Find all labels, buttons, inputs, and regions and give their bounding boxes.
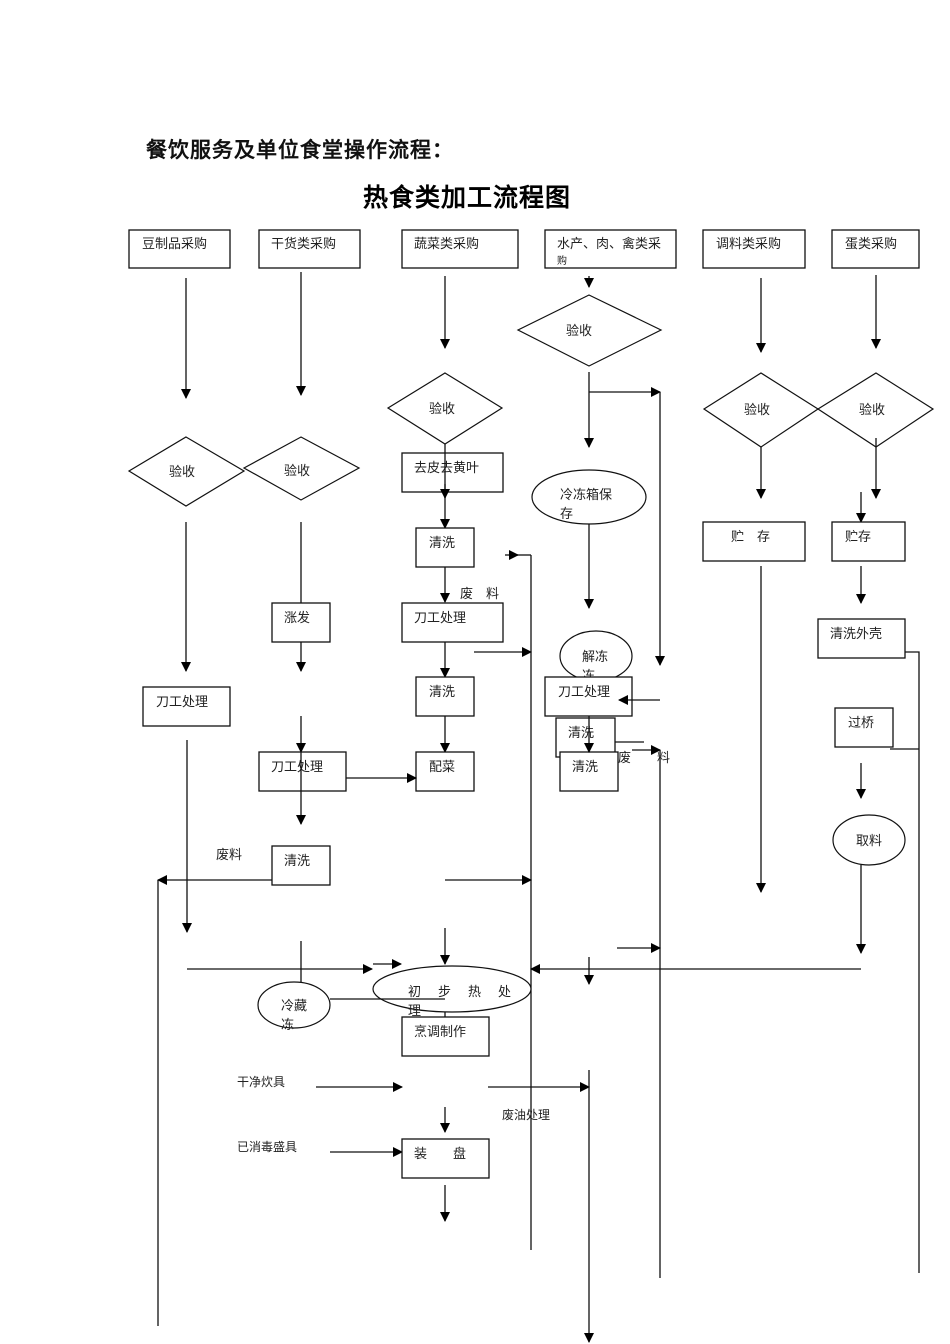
svg-text:清洗: 清洗 — [572, 760, 598, 775]
svg-text:冷藏: 冷藏 — [281, 999, 307, 1014]
label-waste-meat: 废 料 — [618, 750, 670, 766]
node-cut-meat: 刀工处理 — [544, 676, 633, 717]
node-inspect-eggs: 验收 — [816, 372, 935, 448]
svg-text:验收: 验收 — [169, 464, 195, 480]
node-take-eggs: 取料 — [832, 814, 906, 866]
svg-text:验收: 验收 — [859, 402, 885, 418]
svg-text:初 步 热 处: 初 步 热 处 — [408, 985, 513, 1000]
svg-text:取料: 取料 — [856, 834, 882, 849]
node-inspect-meat: 验收 — [516, 294, 663, 367]
svg-text:调料类采购: 调料类采购 — [716, 236, 781, 252]
label-waste-veg: 废 料 — [460, 586, 499, 602]
svg-text:蔬菜类采购: 蔬菜类采购 — [414, 236, 479, 252]
svg-text:过桥: 过桥 — [848, 716, 874, 731]
svg-text:解冻: 解冻 — [582, 649, 608, 665]
node-inspect-dry-goods: 验收 — [242, 436, 361, 501]
node-purchase-tofu: 豆制品采购 — [128, 229, 231, 269]
svg-text:验收: 验收 — [284, 463, 310, 479]
node-mix-dish: 配菜 — [415, 751, 475, 792]
node-wash-veg-1: 清洗 — [415, 527, 475, 568]
svg-text:贮 存: 贮 存 — [731, 530, 770, 545]
node-store-seasoning: 贮 存 — [702, 521, 806, 562]
svg-text:清洗: 清洗 — [429, 685, 455, 700]
svg-text:水产、肉、禽类采: 水产、肉、禽类采 — [557, 236, 661, 252]
node-inspect-seasoning: 验收 — [702, 372, 820, 448]
node-plate: 装 盘 — [401, 1138, 490, 1179]
node-cut-tofu: 刀工处理 — [142, 686, 231, 727]
svg-text:烹调制作: 烹调制作 — [414, 1025, 466, 1040]
node-wash-dry-goods: 清洗 — [271, 845, 331, 886]
node-cold-storage: 冷藏 冻 — [257, 981, 331, 1033]
svg-text:验收: 验收 — [744, 402, 770, 418]
svg-text:清洗外壳: 清洗外壳 — [830, 627, 882, 642]
svg-text:贮存: 贮存 — [845, 530, 871, 545]
label-waste-dry: 废料 — [216, 847, 242, 863]
node-cut-dry-goods: 刀工处理 — [258, 751, 347, 792]
svg-text:刀工处理: 刀工处理 — [558, 685, 610, 700]
node-purchase-dry-goods: 干货类采购 — [258, 229, 361, 269]
svg-text:刀工处理: 刀工处理 — [156, 695, 208, 710]
svg-text:冷冻箱保: 冷冻箱保 — [560, 487, 612, 503]
node-wash-veg-2: 清洗 — [415, 676, 475, 717]
node-freezer-storage: 冷冻箱保 存 — [531, 469, 647, 525]
svg-text:豆制品采购: 豆制品采购 — [142, 236, 207, 252]
svg-text:购: 购 — [557, 254, 567, 267]
node-inspect-tofu: 验收 — [127, 436, 246, 507]
node-cut-veg: 刀工处理 — [401, 602, 504, 643]
node-wash-meat-1: 清洗 — [555, 717, 616, 758]
svg-text:验收: 验收 — [429, 401, 455, 417]
svg-text:清洗: 清洗 — [568, 726, 594, 741]
svg-text:刀工处理: 刀工处理 — [414, 611, 466, 626]
svg-text:去皮去黄叶: 去皮去黄叶 — [414, 461, 479, 476]
svg-text:涨发: 涨发 — [284, 610, 310, 626]
node-soak: 涨发 — [271, 602, 331, 643]
node-wash-meat-2: 清洗 — [559, 751, 619, 792]
svg-text:刀工处理: 刀工处理 — [271, 760, 323, 775]
node-inspect-vegetables: 验收 — [386, 372, 504, 445]
node-thaw: 解冻 冻 — [559, 630, 633, 684]
label-sanitized-dishes: 已消毒盛具 — [237, 1139, 297, 1154]
node-purchase-meat: 水产、肉、禽类采 购 — [544, 229, 677, 269]
node-purchase-seasoning: 调料类采购 — [702, 229, 806, 269]
svg-text:冻: 冻 — [281, 1017, 294, 1033]
svg-text:配菜: 配菜 — [429, 760, 455, 775]
svg-text:清洗: 清洗 — [429, 536, 455, 551]
node-purchase-vegetables: 蔬菜类采购 — [401, 229, 519, 269]
page-heading: 餐饮服务及单位食堂操作流程： — [146, 137, 454, 162]
node-purchase-eggs: 蛋类采购 — [831, 229, 920, 269]
diagram-title: 热食类加工流程图 — [363, 183, 572, 212]
label-waste-oil: 废油处理 — [502, 1107, 550, 1122]
svg-text:存: 存 — [560, 507, 573, 522]
line — [905, 651, 920, 1273]
node-peel: 去皮去黄叶 — [401, 452, 504, 493]
node-store-eggs: 贮存 — [831, 521, 906, 562]
svg-text:清洗: 清洗 — [284, 854, 310, 869]
node-blanch: 过桥 — [834, 707, 894, 748]
svg-text:干货类采购: 干货类采购 — [271, 236, 336, 252]
node-preliminary-heat: 初 步 热 处 理 — [372, 965, 532, 1019]
svg-text:装 盘: 装 盘 — [414, 1146, 466, 1162]
node-cook: 烹调制作 — [401, 1016, 490, 1057]
svg-text:蛋类采购: 蛋类采购 — [845, 236, 897, 252]
svg-text:理: 理 — [408, 1004, 421, 1019]
label-clean-utensils: 干净炊具 — [237, 1075, 285, 1089]
svg-text:验收: 验收 — [566, 323, 592, 339]
node-wash-eggshell: 清洗外壳 — [817, 618, 906, 659]
